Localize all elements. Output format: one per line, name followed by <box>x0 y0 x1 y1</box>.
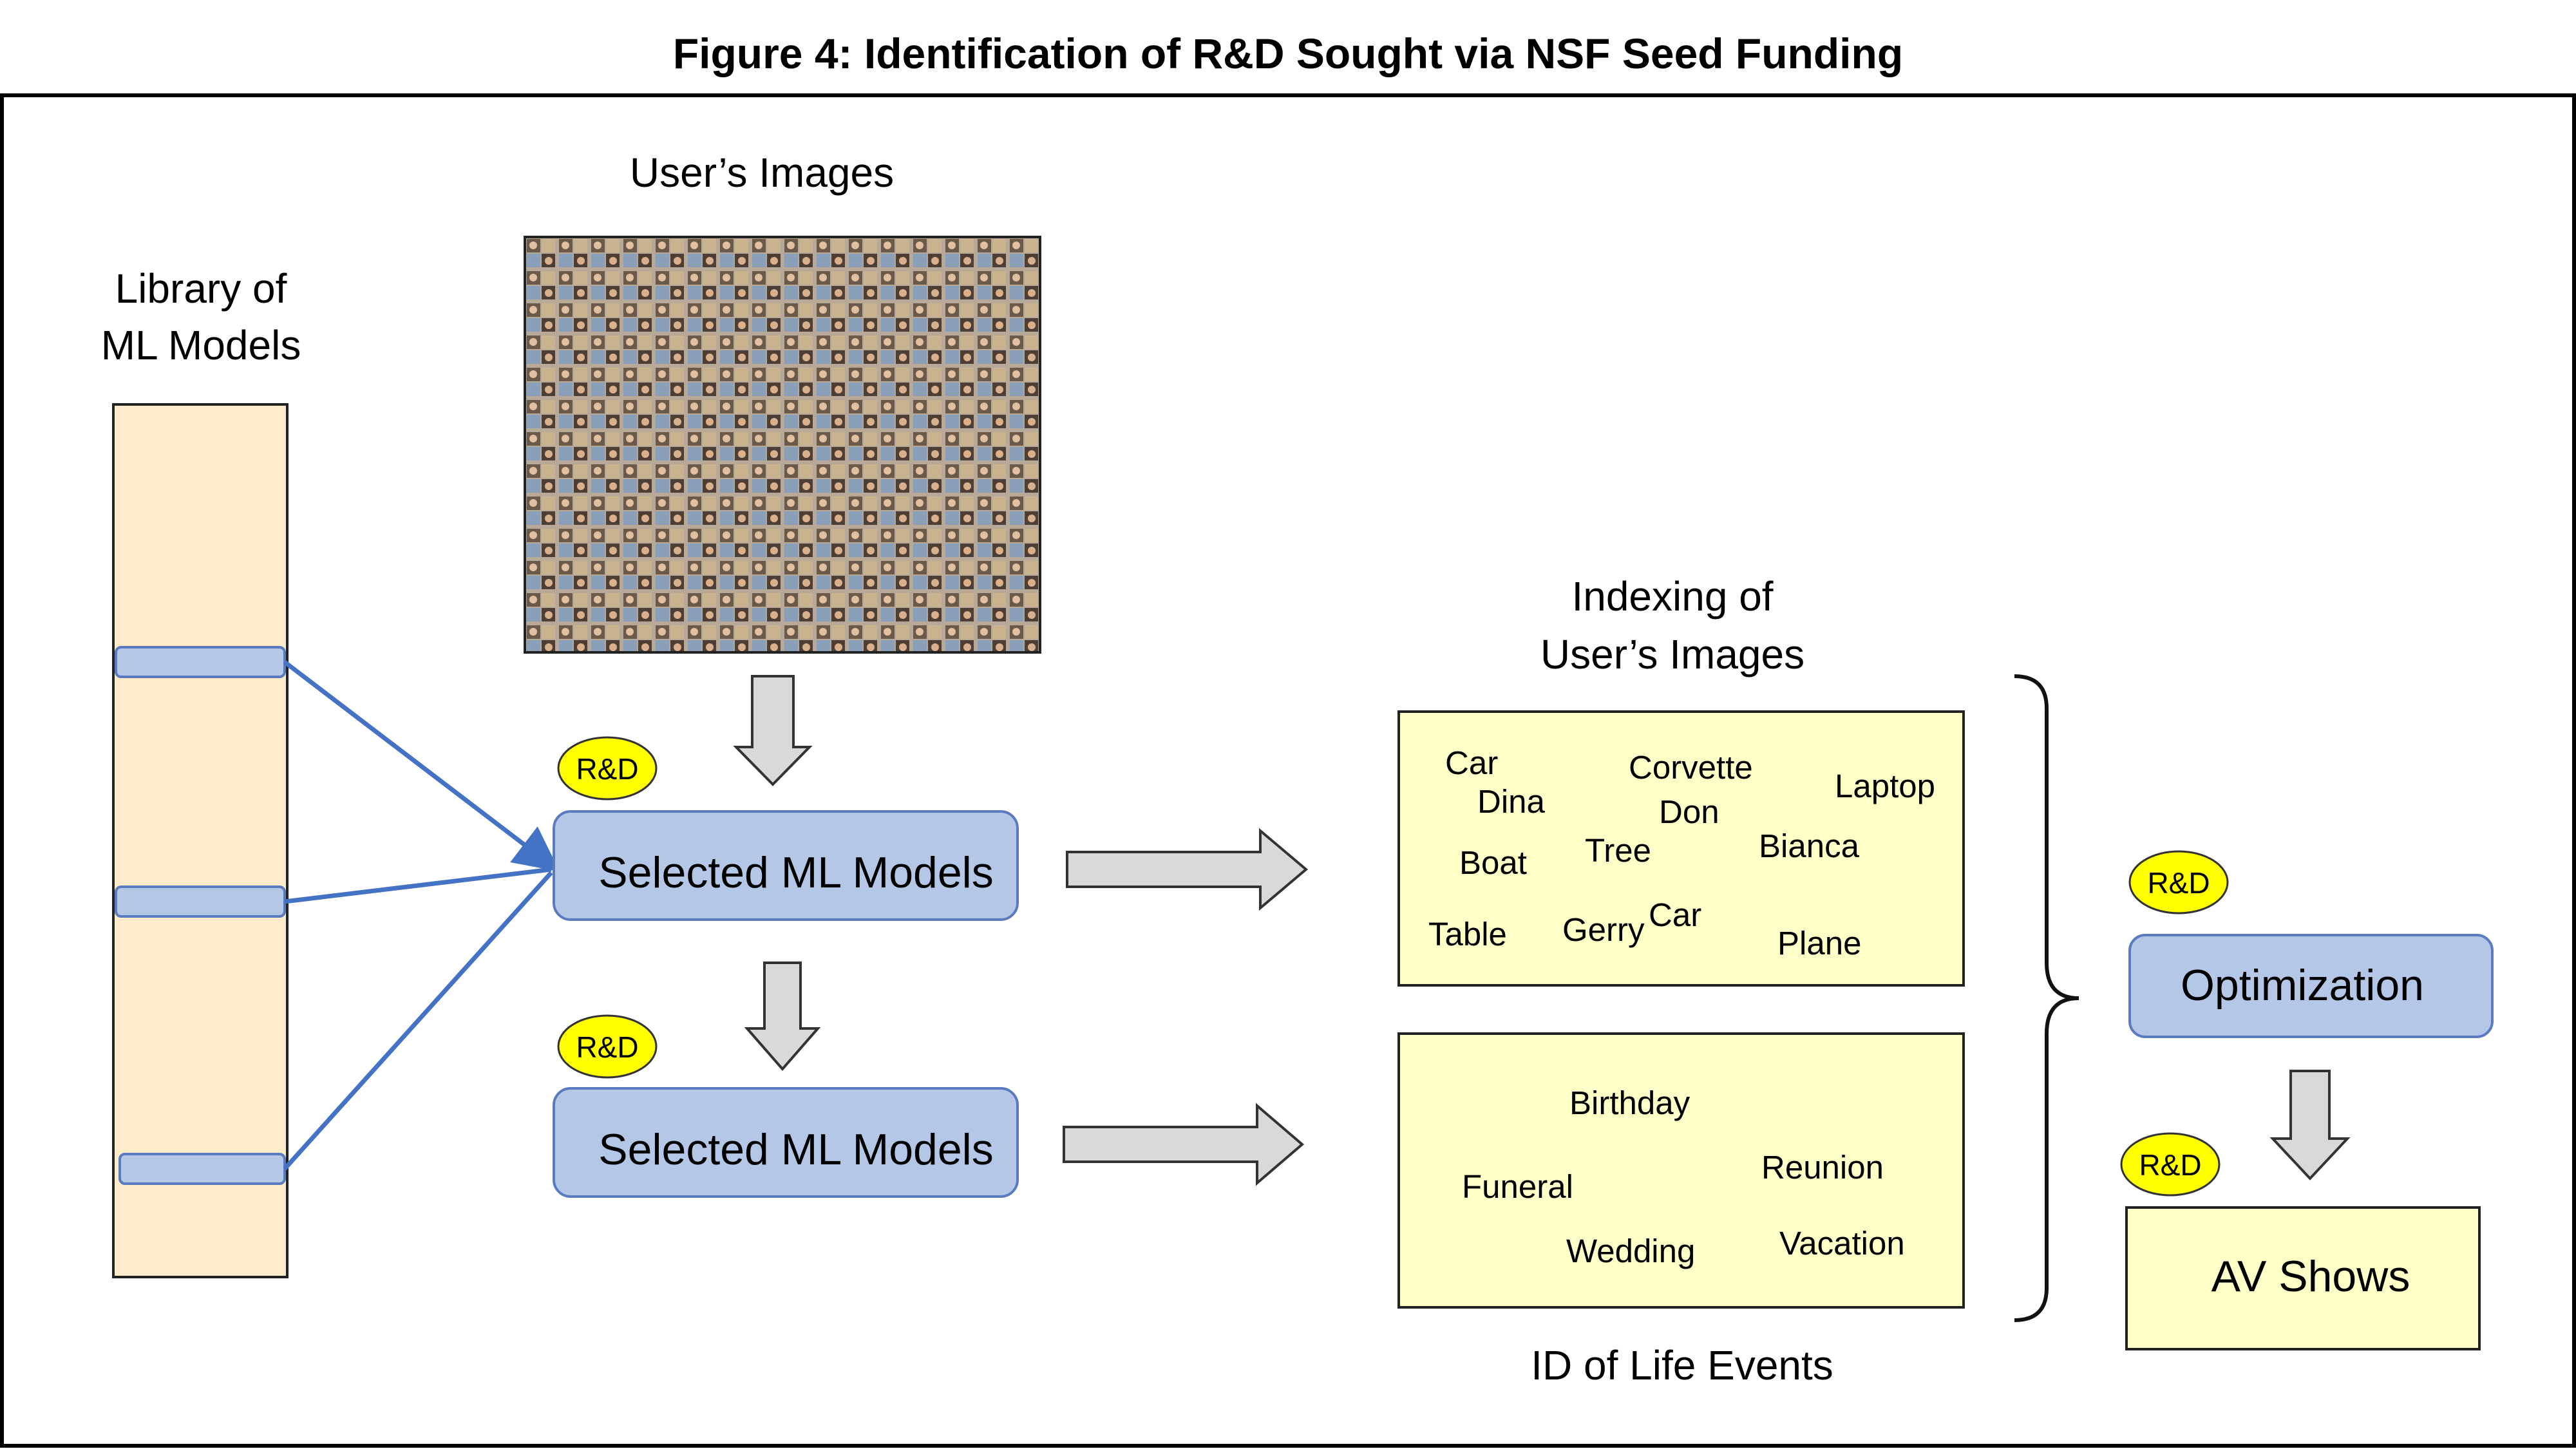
library-link-3 <box>283 871 553 1171</box>
indexing-label-line1: Indexing of <box>1571 573 1773 620</box>
down-arrow-models <box>744 961 821 1072</box>
index-word: Laptop <box>1835 768 1935 804</box>
library-link-2 <box>284 867 552 904</box>
event-word: Birthday <box>1569 1084 1690 1121</box>
down-arrow-images <box>733 675 813 786</box>
rd-badge-optimization-label: R&D <box>2147 866 2210 900</box>
index-word: Don <box>1659 793 1719 830</box>
indexing-label-line2: User’s Images <box>1540 631 1804 677</box>
rd-badge-models-bottom <box>557 1014 658 1079</box>
event-word: Funeral <box>1462 1168 1573 1205</box>
index-word: Bianca <box>1759 828 1860 864</box>
down-arrow-optimization <box>2269 1070 2351 1180</box>
indexing-words: Car Dina Corvette Don Laptop Boat Tree B… <box>1428 744 1935 961</box>
rd-badge-models-bottom-label: R&D <box>576 1030 638 1064</box>
rd-badge-av-shows-label: R&D <box>2139 1148 2201 1182</box>
av-shows-box <box>2125 1206 2481 1350</box>
event-word: Vacation <box>1779 1225 1905 1262</box>
index-word: Car <box>1445 744 1498 781</box>
right-arrow-to-life-events <box>1063 1103 1305 1186</box>
library-link-1 <box>283 660 560 872</box>
index-word: Tree <box>1585 832 1651 869</box>
life-events-label: ID of Life Events <box>1531 1342 1833 1388</box>
library-model-slot-1 <box>115 646 286 678</box>
rd-badge-optimization <box>2128 850 2229 914</box>
user-photo-collage <box>524 236 1041 654</box>
index-word: Corvette <box>1629 749 1753 786</box>
right-arrow-to-indexing <box>1066 828 1309 911</box>
library-model-slot-2 <box>115 886 286 918</box>
index-word: Car <box>1649 896 1701 933</box>
index-word: Table <box>1428 916 1507 952</box>
rd-badge-models-top-label: R&D <box>576 752 638 786</box>
index-word: Plane <box>1777 925 1861 961</box>
selected-models-box-bottom <box>553 1087 1019 1198</box>
optimization-label: Optimization <box>2181 961 2424 1010</box>
figure-frame <box>0 93 2576 1448</box>
selected-models-top-label: Selected ML Models <box>598 848 994 897</box>
library-column <box>112 403 289 1278</box>
indexing-box <box>1397 710 1965 987</box>
selected-models-bottom-label: Selected ML Models <box>598 1125 994 1174</box>
index-word: Gerry <box>1562 911 1645 948</box>
library-label-line1: Library of <box>115 265 287 312</box>
life-events-box <box>1397 1032 1965 1309</box>
index-word: Boat <box>1459 844 1527 881</box>
optimization-box <box>2128 934 2494 1038</box>
rd-badge-av-shows <box>2120 1132 2221 1197</box>
users-images-label: User’s Images <box>630 149 894 196</box>
event-word: Reunion <box>1761 1149 1884 1186</box>
life-event-words: Birthday Funeral Reunion Wedding Vacatio… <box>1462 1084 1905 1269</box>
index-word: Dina <box>1477 783 1546 820</box>
rd-badge-models-top <box>557 736 658 800</box>
grouping-brace <box>2014 674 2079 1322</box>
library-model-slot-3 <box>118 1153 286 1185</box>
selected-models-box-top <box>553 810 1019 921</box>
figure-title: Figure 4: Identification of R&D Sought v… <box>673 30 1903 77</box>
av-shows-label: AV Shows <box>2211 1252 2410 1301</box>
library-label-line2: ML Models <box>101 322 301 368</box>
event-word: Wedding <box>1566 1233 1695 1269</box>
